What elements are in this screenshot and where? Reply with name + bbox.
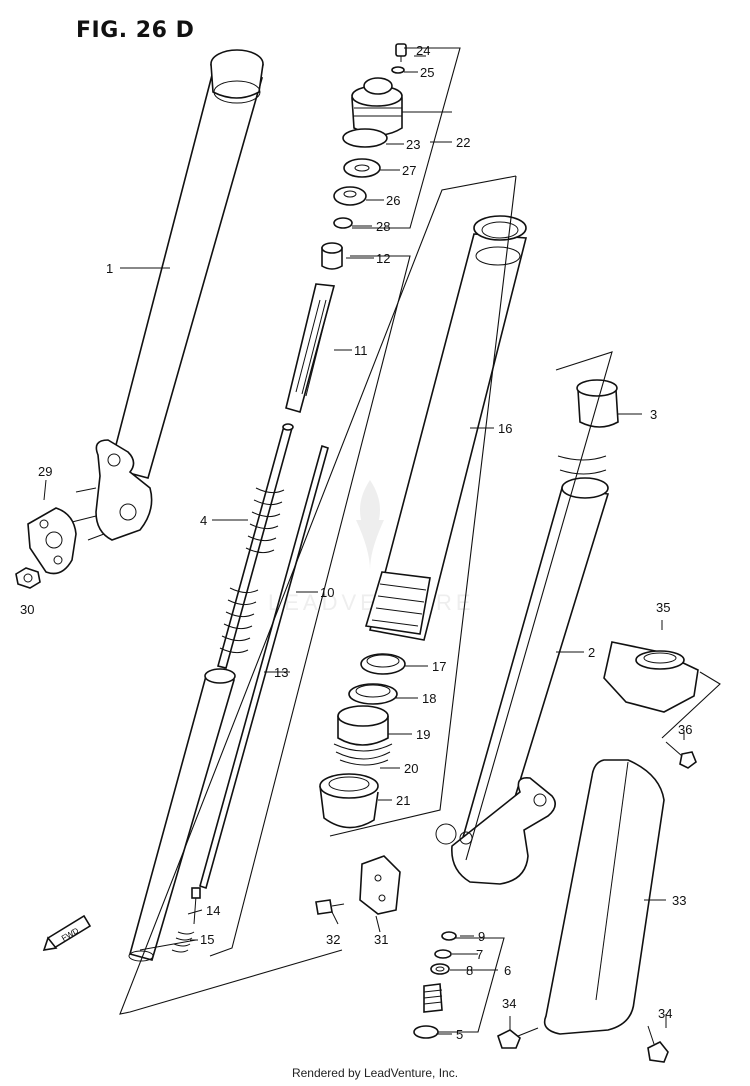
- callout-19: 19: [416, 727, 430, 742]
- callout-numbers: 1 2 3 4 5 6 7 8 9 10 11 12 13 14 15 16 1…: [20, 43, 692, 1042]
- brake-hose-clamp: [603, 641, 699, 713]
- callout-29: 29: [38, 464, 52, 479]
- drain-o-ring: [434, 949, 452, 959]
- callout-30: 30: [20, 602, 34, 617]
- watermark-logo: LEADVENTURE: [268, 480, 475, 615]
- slide-bushing: [360, 653, 406, 675]
- callout-5: 5: [456, 1027, 463, 1042]
- oil-seal: [333, 743, 393, 766]
- callout-15: 15: [200, 932, 214, 947]
- drain-washer: [441, 931, 457, 941]
- cap-bolt: [395, 43, 407, 62]
- callout-23: 23: [406, 137, 420, 152]
- callout-14: 14: [206, 903, 220, 918]
- rod-bolt: [191, 887, 201, 925]
- callout-16: 16: [498, 421, 512, 436]
- figure-title: FIG. 26 D: [76, 18, 195, 43]
- callout-21: 21: [396, 793, 410, 808]
- callout-6: 6: [504, 963, 511, 978]
- callout-3: 3: [650, 407, 657, 422]
- fork-spring: [219, 487, 285, 654]
- group-brackets: [119, 47, 721, 1033]
- adjuster-washer: [430, 963, 450, 975]
- seat-o-ring: [333, 217, 353, 229]
- callout-34-left: 34: [502, 996, 516, 1011]
- callout-27: 27: [402, 163, 416, 178]
- callout-18: 18: [422, 691, 436, 706]
- axle-holder: [27, 507, 77, 575]
- spring-guide: [285, 283, 336, 413]
- callout-2: 2: [588, 645, 595, 660]
- rebound-rod: [199, 444, 329, 890]
- adjuster-gasket: [413, 1025, 439, 1039]
- guide-bolt: [315, 899, 345, 915]
- callout-11: 11: [354, 343, 368, 358]
- damping-adjuster: [423, 983, 443, 1013]
- callout-34-right: 34: [658, 1006, 672, 1021]
- outer-tube-right: [435, 455, 610, 885]
- callout-1: 1: [106, 261, 113, 276]
- oil-seal-washer: [337, 705, 389, 746]
- callout-22: 22: [456, 135, 470, 150]
- callout-12: 12: [376, 251, 390, 266]
- guide-bushing: [348, 683, 398, 705]
- watermark-text: LEADVENTURE: [268, 590, 475, 615]
- callout-35: 35: [656, 600, 670, 615]
- callout-4: 4: [200, 513, 207, 528]
- spring-seat-washer: [343, 158, 381, 178]
- callout-32: 32: [326, 932, 340, 947]
- callout-31: 31: [374, 932, 388, 947]
- guard-bolt-right: [647, 1025, 669, 1063]
- inner-tube-bushing: [576, 379, 619, 428]
- brake-hose-guide: [359, 855, 401, 915]
- callout-10: 10: [320, 585, 334, 600]
- callout-25: 25: [420, 65, 434, 80]
- callout-28: 28: [376, 219, 390, 234]
- fork-guard: [543, 759, 665, 1035]
- axle-holder-nut: [15, 567, 41, 589]
- callout-9: 9: [478, 929, 485, 944]
- callout-13: 13: [274, 665, 288, 680]
- dust-seal: [319, 773, 379, 829]
- spring-seat: [333, 186, 367, 206]
- damper-cylinder: [128, 668, 236, 962]
- callout-8: 8: [466, 963, 473, 978]
- rod-spring: [171, 931, 195, 953]
- callout-36: 36: [678, 722, 692, 737]
- render-credit: Rendered by LeadVenture, Inc.: [291, 1066, 459, 1080]
- damper-rod: [217, 423, 294, 669]
- callout-33: 33: [672, 893, 686, 908]
- cap-washer: [391, 66, 405, 74]
- guard-bolt-left: [497, 1027, 539, 1049]
- outer-tube-left: [71, 49, 264, 541]
- dust-boot: [364, 571, 431, 635]
- forward-arrow-icon: FWD: [42, 914, 92, 952]
- spring-spacer-cap: [321, 242, 343, 270]
- callout-7: 7: [476, 947, 483, 962]
- callout-17: 17: [432, 659, 446, 674]
- cap-o-ring: [342, 128, 388, 148]
- callout-20: 20: [404, 761, 418, 776]
- leader-lines: [43, 55, 685, 1035]
- callout-24: 24: [416, 43, 430, 58]
- fork-cap: [351, 77, 403, 136]
- callout-26: 26: [386, 193, 400, 208]
- clamp-bolt: [665, 741, 697, 769]
